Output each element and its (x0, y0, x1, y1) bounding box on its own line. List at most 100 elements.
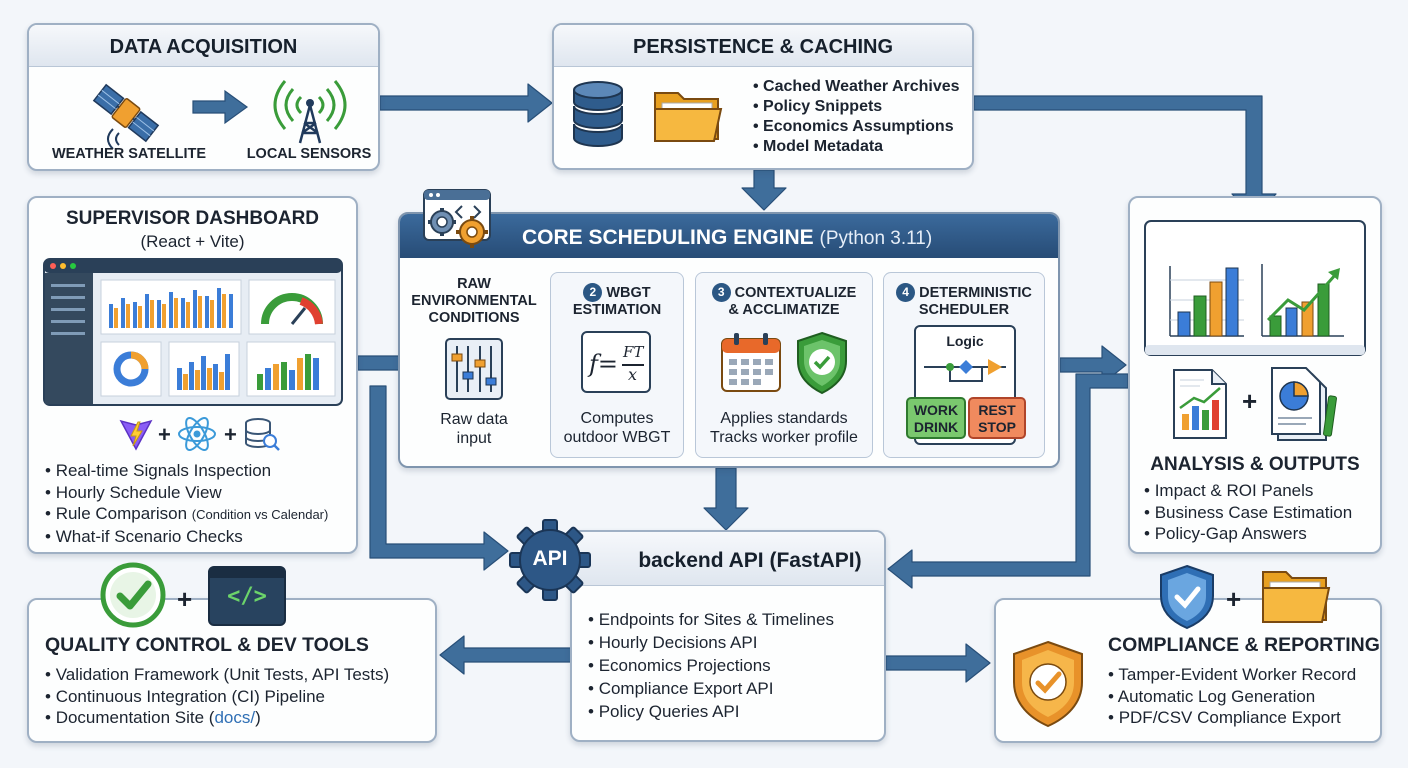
logic-flow-icon (924, 359, 1006, 382)
step-caption-line: Raw data (440, 411, 508, 428)
supervisor-list: Real-time Signals Inspection Hourly Sche… (45, 460, 329, 547)
step-raw-conditions: RAW ENVIRONMENTAL CONDITIONS Raw data in… (406, 264, 542, 460)
settings-window-icon (423, 189, 491, 248)
blue-shield-icon (1160, 564, 1214, 630)
step-title-line: RAW (457, 276, 491, 292)
right-arrow-icon (192, 89, 249, 125)
core-engine-panel: CORE SCHEDULING ENGINE (Python 3.11) RAW… (398, 212, 1060, 468)
data-acquisition-panel: DATA ACQUISITION WEATHER SATELLITE LOCAL… (27, 23, 380, 171)
report-chart-icon (1173, 369, 1227, 439)
vite-logo-icon (119, 419, 153, 451)
formula-icon: f= FT x (581, 331, 651, 393)
step-title-line: ENVIRONMENTAL (411, 293, 537, 309)
step-title-line: ESTIMATION (572, 302, 662, 318)
list-item: Hourly Decisions API (588, 631, 834, 654)
engine-title: CORE SCHEDULING ENGINE (522, 226, 814, 249)
orange-folder-icon (1262, 571, 1331, 623)
stop-label: STOP (978, 419, 1016, 435)
docs-site-label: Documentation Site ( (55, 708, 215, 727)
plus-sign: + (224, 422, 237, 447)
rule-comparison-note: (Condition vs Calendar) (191, 507, 329, 522)
plus-sign: + (158, 422, 171, 447)
compliance-list: Tamper-Evident Worker Record Automatic L… (1108, 664, 1356, 729)
api-badge-label: API (532, 547, 568, 570)
charts-screen-icon (1144, 220, 1366, 356)
report-pie-icon (1271, 367, 1337, 441)
formula-f: f= (589, 350, 618, 378)
arrow-persistence-to-engine (741, 169, 787, 211)
list-item: Economics Assumptions (753, 117, 960, 137)
engine-subtitle: (Python 3.11) (819, 228, 933, 249)
list-item: Automatic Log Generation (1108, 686, 1356, 708)
step-caption-line: Computes (580, 410, 654, 427)
rest-label: REST (978, 402, 1016, 418)
step-caption-line: Applies standards (720, 410, 848, 427)
orange-shield-icon (1013, 640, 1083, 728)
rest-stop-badge: REST STOP (968, 397, 1026, 439)
formula-denominator: x (628, 365, 638, 384)
list-item: Endpoints for Sites & Timelines (588, 608, 834, 631)
supervisor-subtitle: (React + Vite) (140, 232, 245, 251)
logic-label: Logic (946, 333, 984, 349)
list-item: Impact & ROI Panels (1144, 480, 1352, 502)
persistence-title: PERSISTENCE & CACHING (554, 25, 972, 67)
react-logo-icon (178, 417, 216, 451)
step-title-line: SCHEDULER (918, 302, 1010, 318)
work-drink-badge: WORK DRINK (906, 397, 966, 439)
compliance-title: COMPLIANCE & REPORTING (1108, 634, 1380, 656)
arrow-api-to-compliance (885, 643, 991, 683)
arrow-acquisition-to-persistence (379, 83, 553, 123)
logic-diagram: Logic WORK DRINK REST STOP (906, 325, 1026, 445)
step-caption-line: outdoor WBGT (563, 429, 671, 446)
api-title: backend API (FastAPI) (638, 549, 862, 572)
database-search-icon (245, 418, 280, 451)
step-title-text: WBGT (606, 285, 651, 301)
list-item: Economics Projections (588, 654, 834, 677)
step-caption: Computes outdoor WBGT (551, 409, 683, 447)
plus-sign: + (177, 584, 193, 614)
calendar-icon (721, 333, 781, 392)
supervisor-title: SUPERVISOR DASHBOARD (65, 208, 320, 229)
rule-comparison-label: Rule Comparison (55, 504, 188, 523)
data-acquisition-title: DATA ACQUISITION (29, 25, 378, 67)
arrow-supervisor-to-api (369, 385, 509, 571)
local-sensors-label: LOCAL SENSORS (246, 146, 372, 162)
step-caption-line: input (456, 430, 492, 447)
quality-list: Validation Framework (Unit Tests, API Te… (45, 664, 390, 729)
step-number-badge: 4 (896, 283, 916, 302)
list-item: Rule Comparison (Condition vs Calendar) (45, 503, 329, 526)
docs-link[interactable]: docs/ (214, 708, 256, 727)
api-list: Endpoints for Sites & Timelines Hourly D… (588, 608, 834, 723)
persistence-caching-panel: PERSISTENCE & CACHING Cached Weather Arc… (552, 23, 974, 170)
engine-header: CORE SCHEDULING ENGINE (Python 3.11) (400, 214, 1058, 258)
step-title-text: CONTEXTUALIZE (734, 285, 857, 301)
code-icon: </> (227, 584, 267, 609)
analysis-outputs-panel: + ANALYSIS & OUTPUTS Impact & ROI Panels… (1128, 196, 1382, 554)
list-item: Policy Queries API (588, 700, 834, 723)
arrow-analysis-to-api (887, 373, 1129, 589)
formula-numerator: FT (623, 343, 644, 361)
step-number-badge: 2 (583, 283, 603, 302)
plus-sign: + (1226, 584, 1242, 614)
analysis-title: ANALYSIS & OUTPUTS (1150, 454, 1360, 475)
plus-sign: + (1242, 386, 1258, 416)
step-caption: Applies standards Tracks worker profile (696, 409, 872, 447)
drink-label: DRINK (913, 419, 959, 435)
dashboard-screenshot-icon (43, 258, 343, 406)
database-icon (573, 81, 623, 147)
list-item: Model Metadata (753, 137, 960, 157)
radio-tower-icon (273, 80, 347, 144)
api-header: backend API (FastAPI) (572, 532, 884, 586)
code-window-titlebar (210, 568, 284, 578)
list-item: Hourly Schedule View (45, 482, 328, 504)
list-item: PDF/CSV Compliance Export (1108, 707, 1356, 729)
analysis-list: Impact & ROI Panels Business Case Estima… (1144, 480, 1352, 545)
